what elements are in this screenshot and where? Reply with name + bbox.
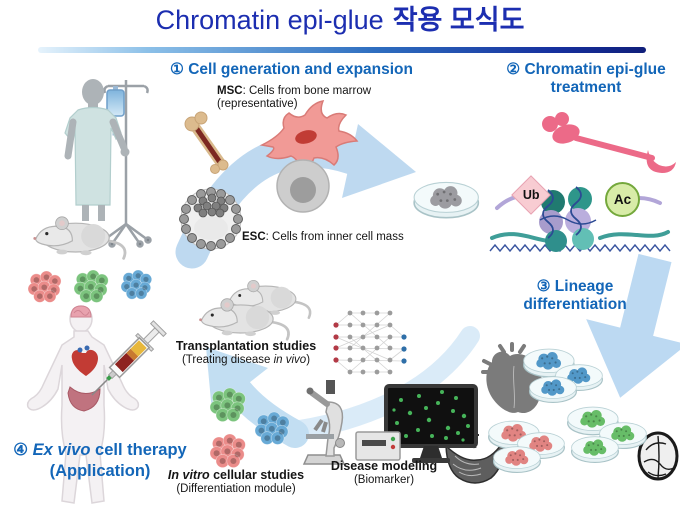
stem-cell-icon bbox=[276, 159, 330, 213]
cluster-row-icons bbox=[27, 269, 152, 303]
section4-line1: ④ Ex vivo cell therapy bbox=[2, 440, 198, 461]
section1-heading: ① Cell generation and expansion bbox=[170, 61, 413, 78]
mice-pair-icon bbox=[197, 279, 312, 341]
invitro-caption: In vitro cellular studies (Differentiati… bbox=[138, 468, 334, 497]
disease-sub: (Biomarker) bbox=[353, 474, 415, 486]
msc-text: : Cells from bone marrow bbox=[242, 85, 372, 97]
page-title-ko: 작용 모식도 bbox=[392, 5, 525, 35]
invitro-title-italic: In vitro bbox=[167, 468, 210, 482]
transplant-caption: Transplantation studies (Treating diseas… bbox=[148, 339, 344, 368]
green-dishes-group bbox=[567, 406, 647, 464]
transplant-sub-italic: in vivo bbox=[273, 354, 307, 366]
title-underline bbox=[38, 47, 646, 53]
blastocyst-icon bbox=[179, 187, 243, 251]
section2-line1: ② Chromatin epi-glue bbox=[506, 61, 666, 78]
section4-line2: (Application) bbox=[49, 461, 151, 480]
invitro-sub: (Differentiation module) bbox=[176, 483, 296, 495]
esc-label: ESC bbox=[242, 231, 266, 243]
transplant-sub: (Treating disease in vivo) bbox=[148, 354, 344, 368]
msc-caption: MSC: Cells from bone marrow bbox=[217, 85, 371, 99]
esc-text: : Cells from inner cell mass bbox=[265, 231, 404, 243]
transplant-title: Transplantation studies bbox=[175, 339, 317, 353]
brain-small-icon bbox=[70, 305, 92, 318]
intestine-small-icon bbox=[67, 386, 101, 412]
msc-label: MSC bbox=[217, 85, 243, 97]
brain-organ-icon bbox=[637, 431, 679, 481]
red-dishes-group bbox=[488, 420, 565, 474]
disease-title: Disease modeling bbox=[330, 459, 438, 473]
section2-line2: treatment bbox=[550, 78, 622, 96]
page-title: Chromatin epi-glue 작용 모식도 bbox=[0, 5, 680, 37]
section4-italic: Ex vivo bbox=[32, 441, 91, 459]
transplant-sub-pre: (Treating disease bbox=[181, 354, 274, 366]
heart-small-icon bbox=[71, 345, 98, 376]
ac-badge: Ac bbox=[605, 182, 640, 217]
syringe-icon bbox=[91, 320, 167, 396]
transplant-sub-post: ) bbox=[306, 354, 311, 366]
section2-heading: ② Chromatin epi-glue treatment bbox=[488, 61, 680, 97]
ub-label: Ub bbox=[522, 187, 540, 202]
control-box-icon bbox=[355, 431, 401, 461]
section3-line2: differentiation bbox=[523, 295, 627, 313]
invitro-title: In vitro cellular studies bbox=[138, 468, 334, 483]
imaging-monitor-icon bbox=[384, 384, 478, 463]
bone-icon bbox=[184, 111, 229, 174]
disease-caption: Disease modeling (Biomarker) bbox=[302, 459, 466, 488]
section4-num: ④ bbox=[13, 441, 33, 459]
section4-heading: ④ Ex vivo cell therapy (Application) bbox=[2, 440, 198, 481]
esc-caption: ESC: Cells from inner cell mass bbox=[242, 231, 404, 245]
arrow-lineage-down-icon bbox=[586, 253, 680, 398]
section3-line1: ③ Lineage bbox=[536, 278, 614, 295]
mouse-icon bbox=[31, 215, 127, 260]
msc-subcaption: (representative) bbox=[217, 98, 298, 110]
ac-label: Ac bbox=[613, 192, 632, 207]
disease-modeling-equipment bbox=[302, 380, 478, 465]
patient-icon bbox=[64, 79, 130, 221]
epiglue-molecule-icon bbox=[542, 112, 676, 173]
microscope-icon bbox=[302, 380, 346, 465]
petri-dish-gray-icon bbox=[413, 181, 480, 219]
biomarker-network-icon bbox=[333, 310, 407, 375]
section3-heading: ③ Lineage differentiation bbox=[495, 278, 655, 314]
page-title-en: Chromatin epi-glue bbox=[155, 5, 384, 35]
invitro-title-rest: cellular studies bbox=[209, 468, 305, 482]
section4-rest: cell therapy bbox=[90, 441, 187, 459]
